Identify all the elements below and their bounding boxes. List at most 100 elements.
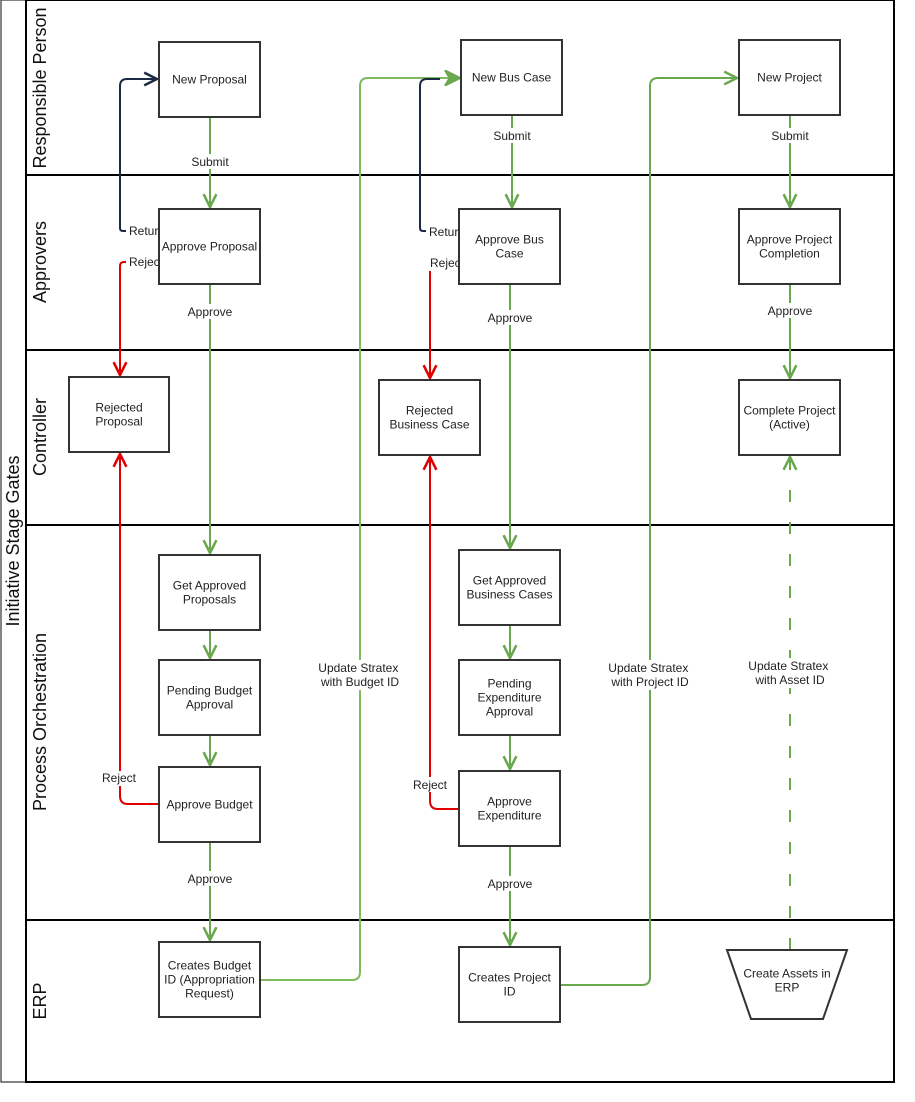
node-complete-project-active[interactable]: Complete Project(Active) [738,379,841,456]
node-label-line: Case [495,247,523,261]
node-new-proposal[interactable]: New Proposal [158,41,261,118]
edge-label-approve-bus-case: Approve [486,310,534,325]
node-approve-proposal[interactable]: Approve Proposal [158,208,261,285]
box-shape [458,770,561,847]
node-label-line: Approval [186,698,233,712]
edge-label-text: Approve [488,877,533,891]
node-label-line: Expenditure [477,809,541,823]
node-label-line: Creates Budget [168,959,252,973]
edge-label-approve-budget: Approve [186,871,234,886]
node-approve-budget[interactable]: Approve Budget [158,766,261,843]
node-label-line: (Active) [769,418,810,432]
pool-body [25,0,895,1083]
edge-label-text: Approve [488,311,533,325]
box-shape [458,208,561,285]
lane-label-responsible-person: Responsible Person [30,7,50,168]
node-label-line: ID [504,985,516,999]
box-shape [158,554,261,631]
node-label-line: ERP [775,981,800,995]
pool: Initiative Stage Gates [0,0,895,1083]
edge-reject-expenditure [430,457,459,810]
pool-title: Initiative Stage Gates [3,455,23,626]
edge-return-proposal [119,79,157,232]
box-shape [158,659,261,736]
node-label-line: Approve [487,795,532,809]
node-new-project[interactable]: New Project [738,39,841,116]
node-label: Approve Proposal [162,240,257,254]
node-label-line: New Bus Case [472,71,552,85]
edge-label-line: Update Stratex [318,661,398,675]
edge-label-text: Submit [771,129,809,143]
box-shape [738,39,841,116]
box-shape [738,379,841,456]
node-new-bus-case[interactable]: New Bus Case [460,39,563,116]
node-label-line: Get Approved [173,579,246,593]
edge-label-text: Approve [188,305,233,319]
box-shape [158,766,261,843]
edge-label-line: Update Stratex [748,659,828,673]
node-label-line: ID (Appropriation [164,973,255,987]
edge-label-text: Return [129,224,165,238]
node-label-line: Approve Project [747,233,833,247]
box-shape [158,41,261,118]
edge-label-text: Update Stratex with Budget ID [318,661,401,689]
node-label-line: Creates Project [468,971,551,985]
edge-label-submit-bus-case: Submit [491,128,533,143]
edge-label-text: Reject [413,778,448,792]
box-shape [68,376,170,453]
edge-label-line: with Budget ID [320,675,399,689]
edge-label-text: Update Stratex with Project ID [608,661,691,689]
edge-labels: Submit Return Reject Approve Reject Appr… [100,128,832,891]
node-label-line: Proposal [95,415,142,429]
edge-label-return-bus-case: Return [427,224,465,239]
box-shape [158,941,261,1018]
node-label: New Project [757,71,822,85]
edge-label-text: Approve [768,304,813,318]
trapezoid-shape [725,949,849,1020]
node-label: Approve Budget [166,798,253,812]
node-label-line: Business Case [389,418,469,432]
edge-label-text: Approve [188,872,233,886]
edge-update-stratex-budget [260,78,459,981]
edge-label-reject-bus-case: Reject [428,255,465,270]
pool-header-strip [0,0,27,1083]
node-label-line: Approve Bus [475,233,544,247]
edge-label-reject-budget: Reject [100,771,138,786]
edge-reject-budget [120,454,159,805]
lane-label-controller: Controller [30,398,50,476]
edge-return-bus-case [419,78,440,232]
node-label-line: Create Assets in [743,967,830,981]
edge-reject-proposal [120,261,126,375]
node-label-line: New Proposal [172,73,247,87]
node-label: Complete Project(Active) [743,404,836,432]
node-label-line: Rejected [406,404,453,418]
node-label-line: New Project [757,71,822,85]
edge-label-text: Reject [430,256,465,270]
node-label-line: Completion [759,247,820,261]
edge-label-text: Submit [493,129,531,143]
node-label-line: Proposals [183,593,236,607]
edge-label-reject: Reject [127,255,164,269]
node-label-line: Get Approved [473,574,546,588]
